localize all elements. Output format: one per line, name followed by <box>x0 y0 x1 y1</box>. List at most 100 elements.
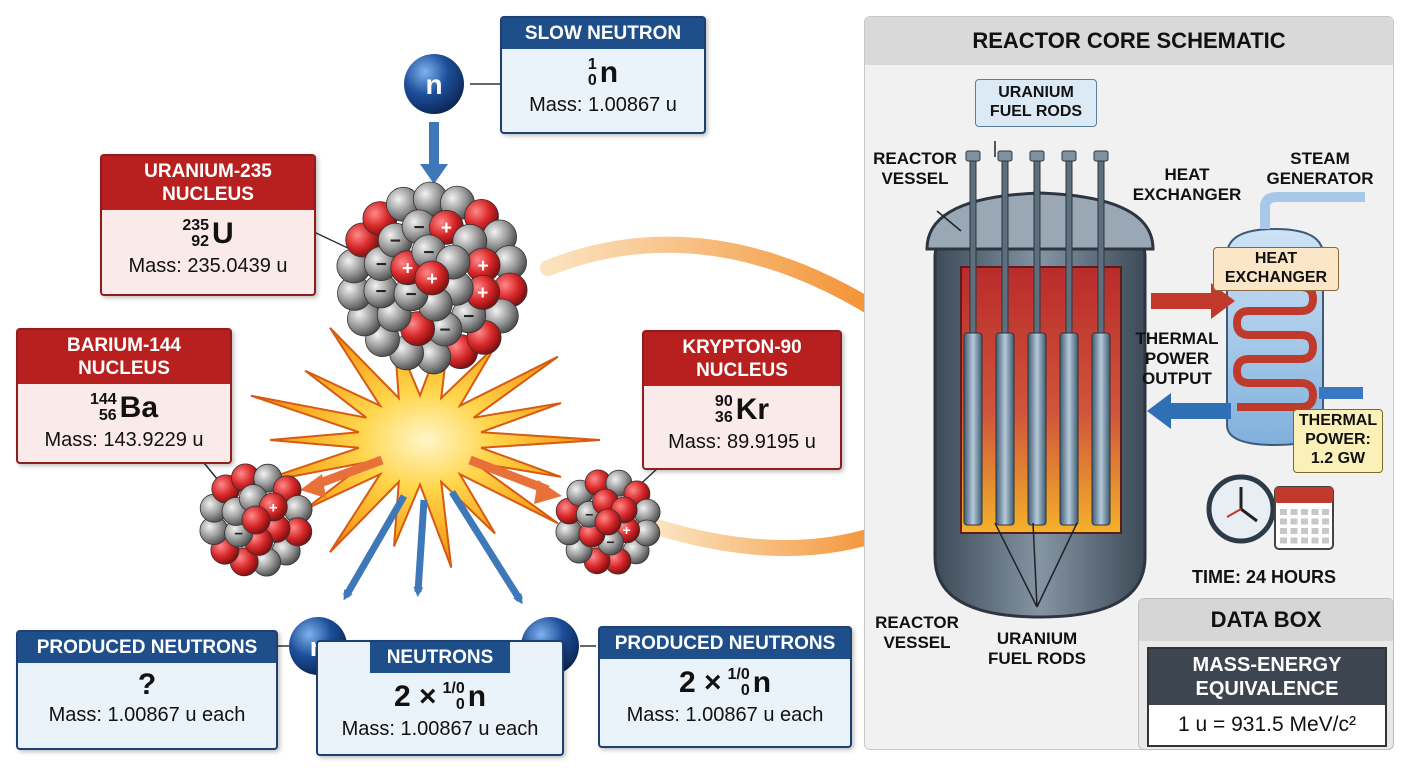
charge-mark: − <box>390 231 401 252</box>
to-barium-arrowhead <box>300 474 326 498</box>
charge-mark: − <box>463 307 474 328</box>
atomic-number: 0 <box>587 72 597 89</box>
charge-mark: − <box>585 506 593 522</box>
incoming-neutron-arrowhead <box>420 164 448 184</box>
cold-flow-arrowhead <box>1147 393 1171 429</box>
mass-energy-value: 1 u = 931.5 MeV/c² <box>1177 713 1357 736</box>
time-label: TIME: 24 HOURS <box>1191 567 1337 587</box>
krypton-mass: Mass: 89.9195 u <box>668 431 816 453</box>
uranium-mass: Mass: 235.0439 u <box>128 255 288 277</box>
right-neutron-arrow <box>449 490 523 605</box>
control-rod <box>969 154 977 336</box>
calendar-day <box>1311 518 1319 525</box>
calendar-day <box>1311 528 1319 534</box>
calendar-day <box>1301 537 1308 544</box>
calendar-day <box>1280 518 1287 525</box>
return-pipe <box>1319 387 1363 399</box>
element-symbol: Ba <box>119 391 159 424</box>
fuel-rod <box>1091 332 1111 526</box>
charge-mark: + <box>269 500 278 517</box>
calendar-day <box>1322 528 1329 534</box>
calendar-day <box>1290 528 1298 534</box>
charge-mark: − <box>423 243 434 264</box>
calendar-day <box>1301 509 1308 515</box>
uranium-nucleus: −−−−−−+++−+−+ <box>336 181 528 375</box>
fuel-rod <box>1027 332 1047 526</box>
mass-number: 90 <box>714 393 733 410</box>
slow-neutron-title: SLOW NEUTRON <box>502 18 704 49</box>
heat-exchanger-coil <box>1232 283 1318 411</box>
control-rod <box>1001 154 1009 336</box>
atomic-number: 56 <box>98 407 117 424</box>
reactor-panel: REACTOR CORE SCHEMATIC <box>864 16 1394 750</box>
control-rod <box>1097 154 1105 336</box>
calendar-day <box>1280 537 1287 544</box>
produced-neutrons-left-title: PRODUCED NEUTRONS <box>18 632 276 663</box>
calendar-icon <box>1274 486 1334 550</box>
proton <box>241 505 271 535</box>
mass-number: 144 <box>89 391 117 408</box>
produced-neutrons-right-title: PRODUCED NEUTRONS <box>600 628 850 659</box>
proton <box>414 260 450 296</box>
control-rod <box>1065 154 1073 336</box>
mass-number: 235 <box>182 217 210 234</box>
charge-mark: − <box>606 534 614 550</box>
atomic-number: 0 <box>740 682 750 699</box>
calendar-day <box>1301 528 1308 534</box>
calendar-day <box>1322 518 1329 525</box>
mid-neutron-arrow <box>413 499 428 597</box>
data-box-title: DATA BOX <box>1139 599 1393 641</box>
rod-cap <box>997 150 1013 162</box>
fuel-rods-pointer-3 <box>1036 522 1078 608</box>
rod-cap <box>1093 150 1109 162</box>
calendar-day <box>1311 537 1319 544</box>
charge-mark: − <box>405 285 416 306</box>
calendar-day <box>1290 518 1298 525</box>
calendar-day <box>1280 528 1287 534</box>
produced-neutrons-left-box: PRODUCED NEUTRONS ? Mass: 1.00867 u each <box>16 630 278 750</box>
fuel-rod <box>963 332 983 526</box>
calendar-day <box>1322 537 1329 544</box>
fuel-rod <box>1059 332 1079 526</box>
fuel-rods <box>963 150 1111 526</box>
element-symbol: n <box>752 666 772 699</box>
svg-text:n: n <box>425 69 442 100</box>
barium-mass: Mass: 143.9229 u <box>44 429 204 451</box>
calendar-day <box>1290 509 1298 515</box>
charge-mark: − <box>439 320 450 341</box>
control-rod <box>1033 154 1041 336</box>
calendar-day <box>1311 509 1319 515</box>
rod-cap <box>965 150 981 162</box>
calendar-day <box>1301 518 1308 525</box>
cold-flow-arrow <box>1171 403 1231 419</box>
neutrons-mid-mass: Mass: 1.00867 u each <box>341 718 539 740</box>
element-symbol: U <box>212 217 234 250</box>
calendar-day <box>1290 537 1298 544</box>
rod-cap <box>1029 150 1045 162</box>
energy-arrow-top <box>540 236 914 338</box>
mass-number: 1/0 <box>442 680 465 697</box>
hot-flow-arrowhead <box>1211 283 1235 319</box>
coefficient: 2 × <box>393 680 437 713</box>
left-neutron-arrow <box>342 494 408 601</box>
clock-icon <box>1206 474 1276 544</box>
to-barium-arrow <box>310 455 384 491</box>
vessel-pointer <box>936 210 962 232</box>
barium-nucleus: −+ <box>199 463 313 577</box>
rod-cap <box>1061 150 1077 162</box>
proton <box>594 508 622 536</box>
element-symbol: Kr <box>735 393 770 426</box>
